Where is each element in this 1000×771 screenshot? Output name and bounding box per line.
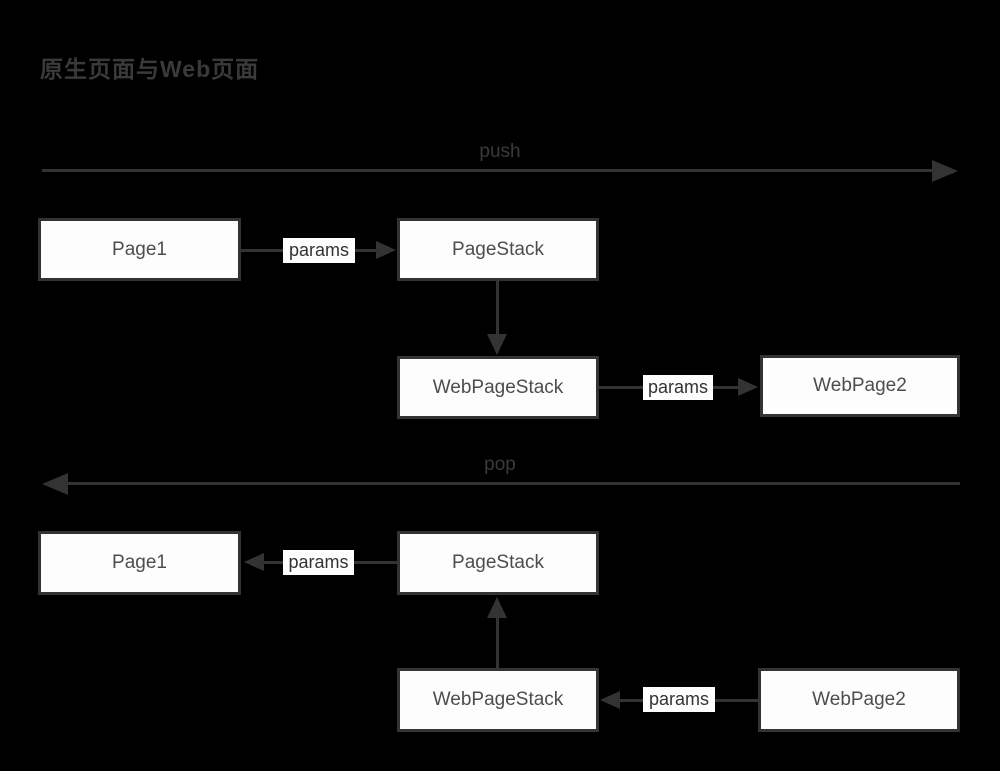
node-push-webpagestack: WebPageStack bbox=[397, 356, 599, 419]
edge-line-webpagestack-pagestack bbox=[496, 618, 499, 668]
arrow-head-right-icon bbox=[376, 241, 396, 259]
edge-label-params: params bbox=[283, 238, 355, 263]
push-flow-label: push bbox=[479, 141, 521, 162]
edge-label-params: params bbox=[643, 687, 715, 712]
node-label: WebPageStack bbox=[432, 376, 564, 398]
node-pop-page1: Page1 bbox=[38, 531, 241, 595]
node-label: WebPage2 bbox=[813, 375, 907, 396]
diagram-title: 原生页面与Web页面 bbox=[40, 56, 260, 82]
pop-arrow-head-left-icon bbox=[42, 473, 68, 495]
pop-arrow-line bbox=[66, 482, 960, 485]
push-arrow-head-right-icon bbox=[932, 160, 958, 182]
node-label: Page1 bbox=[112, 238, 167, 260]
arrow-head-left-icon bbox=[244, 553, 264, 571]
node-pop-webpage2: WebPage2 bbox=[758, 668, 960, 732]
node-pop-webpagestack: WebPageStack bbox=[397, 668, 599, 732]
node-push-webpage2: WebPage2 bbox=[760, 355, 960, 417]
pop-flow-label: pop bbox=[484, 454, 516, 475]
node-label: PageStack bbox=[452, 238, 544, 260]
node-label: WebPageStack bbox=[432, 689, 564, 710]
node-push-page1: Page1 bbox=[38, 218, 241, 281]
edge-label-params: params bbox=[283, 550, 354, 575]
node-push-pagestack: PageStack bbox=[397, 218, 599, 281]
push-arrow-line bbox=[42, 169, 935, 172]
arrow-head-right-icon bbox=[738, 378, 758, 396]
node-pop-pagestack: PageStack bbox=[397, 531, 599, 595]
node-label: Page1 bbox=[112, 552, 167, 573]
node-label: WebPage2 bbox=[812, 689, 906, 710]
arrow-head-down-icon bbox=[487, 334, 507, 355]
edge-label-params: params bbox=[643, 375, 713, 400]
node-label: PageStack bbox=[452, 552, 544, 573]
edge-line-pagestack-webpagestack bbox=[496, 281, 499, 334]
arrow-head-left-icon bbox=[600, 691, 620, 709]
arrow-head-up-icon bbox=[487, 597, 507, 618]
